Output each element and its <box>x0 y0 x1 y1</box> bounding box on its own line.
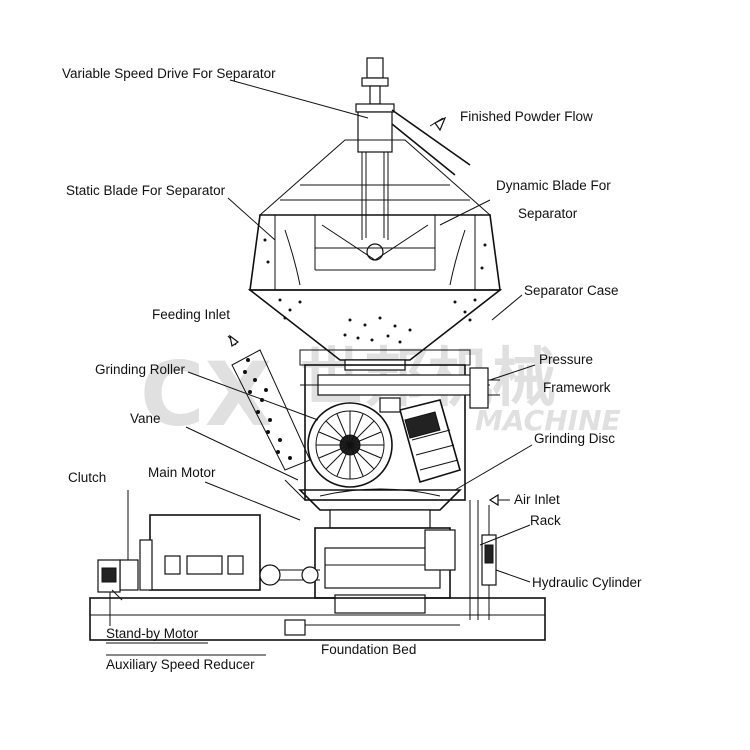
label-foundation-bed: Foundation Bed <box>321 642 416 657</box>
label-finished-powder-flow: Finished Powder Flow <box>460 109 593 124</box>
watermark-logo: CX <box>140 343 272 446</box>
label-standby-motor: Stand-by Motor <box>106 626 199 641</box>
label-hydraulic-cylinder: Hydraulic Cylinder <box>532 575 642 590</box>
standby-motor <box>97 559 121 626</box>
grinding-roller-right <box>379 397 461 484</box>
label-grinding-disc: Grinding Disc <box>534 431 615 446</box>
label-main-motor: Main Motor <box>148 465 216 480</box>
labels: Variable Speed Drive For Separator Finis… <box>62 66 642 672</box>
clutch <box>119 490 139 591</box>
label-dynamic-blade-2: Separator <box>518 206 578 221</box>
label-dynamic-blade: Dynamic Blade For <box>496 178 611 193</box>
arrow-icon <box>488 493 499 507</box>
finished-powder-duct <box>391 109 471 176</box>
arrow-icon <box>229 334 240 347</box>
grinding-disc <box>284 479 462 529</box>
label-variable-speed-drive: Variable Speed Drive For Separator <box>62 66 276 81</box>
grinding-roller <box>307 402 393 488</box>
main-motor <box>139 514 320 591</box>
label-feeding-inlet: Feeding Inlet <box>152 307 230 322</box>
variable-speed-drive <box>355 57 395 261</box>
rack-and-cylinder <box>469 500 497 620</box>
label-pressure: Pressure <box>539 352 593 367</box>
main-reducer <box>314 527 456 614</box>
material-particles-upper <box>263 238 487 344</box>
label-vane: Vane <box>130 411 161 426</box>
label-air-inlet: Air Inlet <box>514 492 560 507</box>
leader-lines <box>111 79 536 601</box>
mill-body <box>299 349 500 501</box>
arrow-icon <box>434 116 447 132</box>
watermark-english: MACHINE <box>475 404 621 437</box>
foundation-bed <box>89 597 546 641</box>
label-rack: Rack <box>530 513 561 528</box>
label-framework: Framework <box>543 380 611 395</box>
label-clutch: Clutch <box>68 470 106 485</box>
label-grinding-roller: Grinding Roller <box>95 362 186 377</box>
label-auxiliary-speed-reducer: Auxiliary Speed Reducer <box>106 657 255 672</box>
label-separator-case: Separator Case <box>524 283 619 298</box>
label-static-blade: Static Blade For Separator <box>66 183 226 198</box>
